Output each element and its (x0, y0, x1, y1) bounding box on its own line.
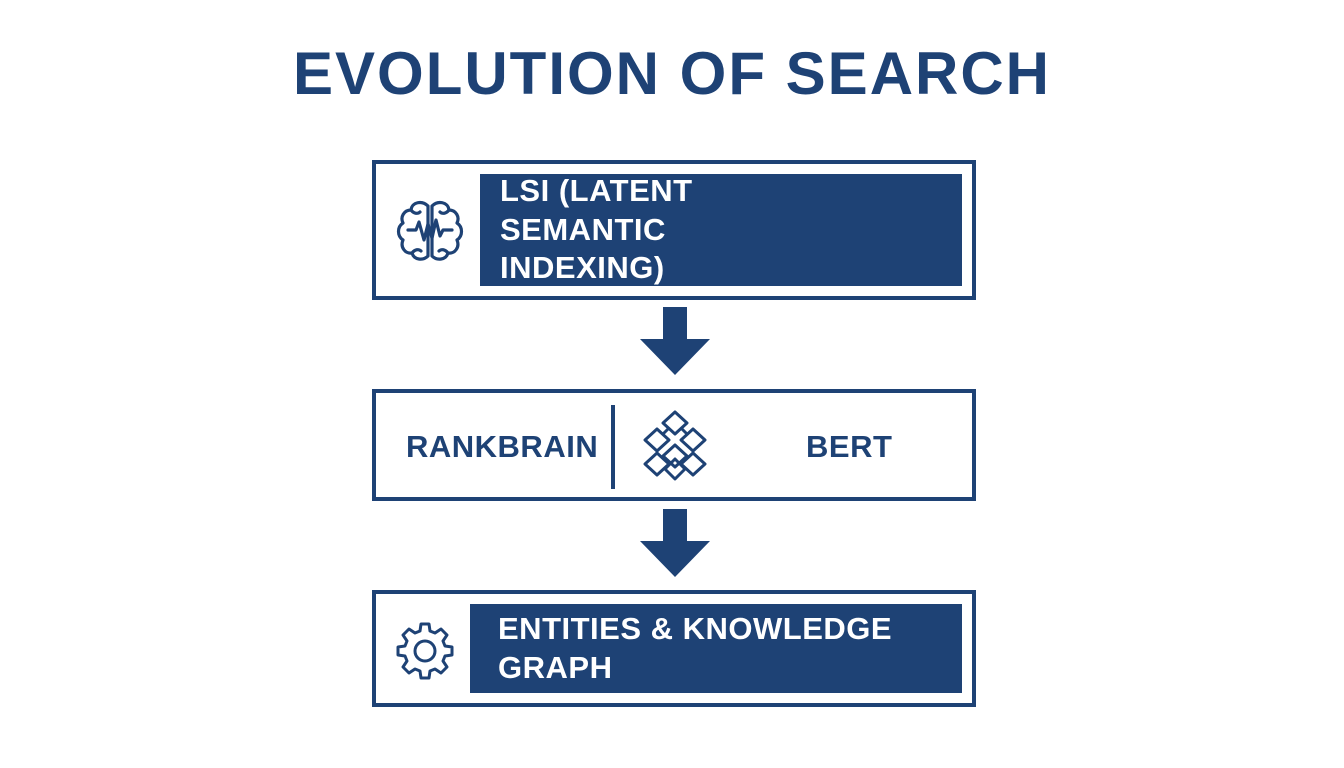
step-lsi-label: LSI (LATENT SEMANTIC INDEXING) (500, 173, 693, 286)
page-title: EVOLUTION OF SEARCH (292, 40, 1052, 107)
step-lsi-box: LSI (LATENT SEMANTIC INDEXING) (372, 160, 976, 300)
bert-label: BERT (806, 429, 893, 464)
step-entities-panel: ENTITIES & KNOWLEDGE GRAPH (470, 604, 962, 693)
divider (611, 405, 615, 489)
brain-icon (394, 194, 466, 266)
rankbrain-label: RANKBRAIN (406, 429, 599, 464)
step-entities-label: ENTITIES & KNOWLEDGE GRAPH (498, 611, 893, 685)
down-arrow-icon (640, 509, 710, 577)
step-rankbrain-bert-box: RANKBRAIN BERT (372, 389, 976, 501)
down-arrow-icon (640, 307, 710, 375)
step-lsi-panel: LSI (LATENT SEMANTIC INDEXING) (480, 173, 962, 286)
gear-icon (394, 620, 456, 682)
network-cube-icon (640, 409, 710, 481)
step-entities-box: ENTITIES & KNOWLEDGE GRAPH (372, 590, 976, 707)
